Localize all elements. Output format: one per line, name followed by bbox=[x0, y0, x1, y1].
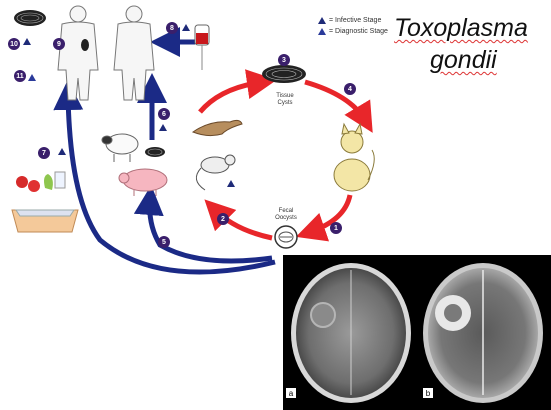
blue-arrow-long bbox=[53, 80, 276, 275]
fecal-oocyst-icon bbox=[274, 225, 298, 249]
infective-stage-marker bbox=[227, 180, 235, 187]
step-badge-6: 6 bbox=[158, 108, 170, 120]
fruit-icon bbox=[16, 174, 53, 192]
fecal-oocysts-label: Fecal Oocysts bbox=[275, 208, 297, 221]
red-arrow-4-1 bbox=[295, 194, 353, 242]
tissue-cyst-animal-icon bbox=[145, 147, 165, 157]
step-badge-10: 10 bbox=[8, 38, 20, 50]
mri-label-b: b bbox=[423, 388, 433, 398]
diagnostic-stage-icon bbox=[318, 28, 326, 35]
infective-stage-icon bbox=[318, 17, 326, 24]
step-badge-3: 3 bbox=[278, 54, 290, 66]
diagram-title-line2: gondii bbox=[430, 46, 497, 74]
infective-stage-marker bbox=[182, 24, 190, 31]
human-figure-right bbox=[113, 5, 155, 101]
mri-scan-a bbox=[291, 263, 411, 403]
rodent-icon bbox=[195, 154, 236, 191]
human-figure-left bbox=[57, 5, 99, 101]
tissue-cyst-icon bbox=[262, 65, 306, 83]
step-badge-2: 2 bbox=[217, 213, 229, 225]
bird-icon bbox=[191, 119, 243, 137]
step-badge-8: 8 bbox=[166, 22, 178, 34]
litter-box-icon bbox=[11, 209, 79, 233]
red-arrow-bird-3 bbox=[198, 69, 277, 114]
step-badge-11: 11 bbox=[14, 70, 26, 82]
step-badge-1: 1 bbox=[330, 222, 342, 234]
mri-scans bbox=[291, 263, 543, 403]
infective-stage-marker bbox=[23, 38, 31, 45]
mri-label-a: a bbox=[286, 388, 296, 398]
pig-icon bbox=[118, 168, 168, 196]
mri-panel: a b bbox=[283, 255, 551, 410]
step-badge-7: 7 bbox=[38, 147, 50, 159]
diagnostic-stage-marker bbox=[28, 74, 36, 81]
tissue-cyst-small-icon bbox=[14, 10, 46, 26]
step-badge-4: 4 bbox=[344, 83, 356, 95]
infective-stage-marker bbox=[58, 148, 66, 155]
fetus-icon bbox=[81, 39, 89, 51]
legend-infective: = Infective Stage bbox=[318, 15, 388, 26]
step-badge-5: 5 bbox=[158, 236, 170, 248]
water-glass-icon bbox=[54, 171, 66, 189]
legend: = Infective Stage = Diagnostic Stage bbox=[318, 15, 388, 37]
sheep-icon bbox=[101, 133, 139, 162]
infective-stage-marker bbox=[159, 124, 167, 131]
diagram-title-line1: Toxoplasma bbox=[394, 14, 528, 42]
cat-icon bbox=[333, 122, 375, 192]
legend-diagnostic: = Diagnostic Stage bbox=[318, 26, 388, 37]
mri-scan-b bbox=[423, 263, 543, 403]
step-badge-9: 9 bbox=[53, 38, 65, 50]
blood-bag-icon bbox=[194, 24, 210, 70]
red-arrow-3-4 bbox=[304, 79, 373, 133]
tissue-cysts-label: Tissue Cysts bbox=[276, 93, 294, 106]
